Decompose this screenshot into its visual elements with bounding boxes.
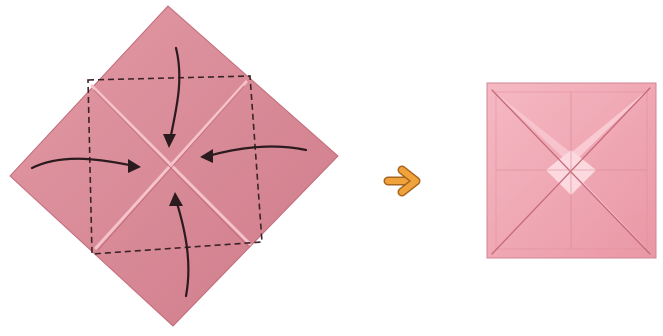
step-folded-result-square [487,83,656,258]
right-arrow-icon [388,170,416,192]
step-folded-square-diamond [10,6,338,326]
